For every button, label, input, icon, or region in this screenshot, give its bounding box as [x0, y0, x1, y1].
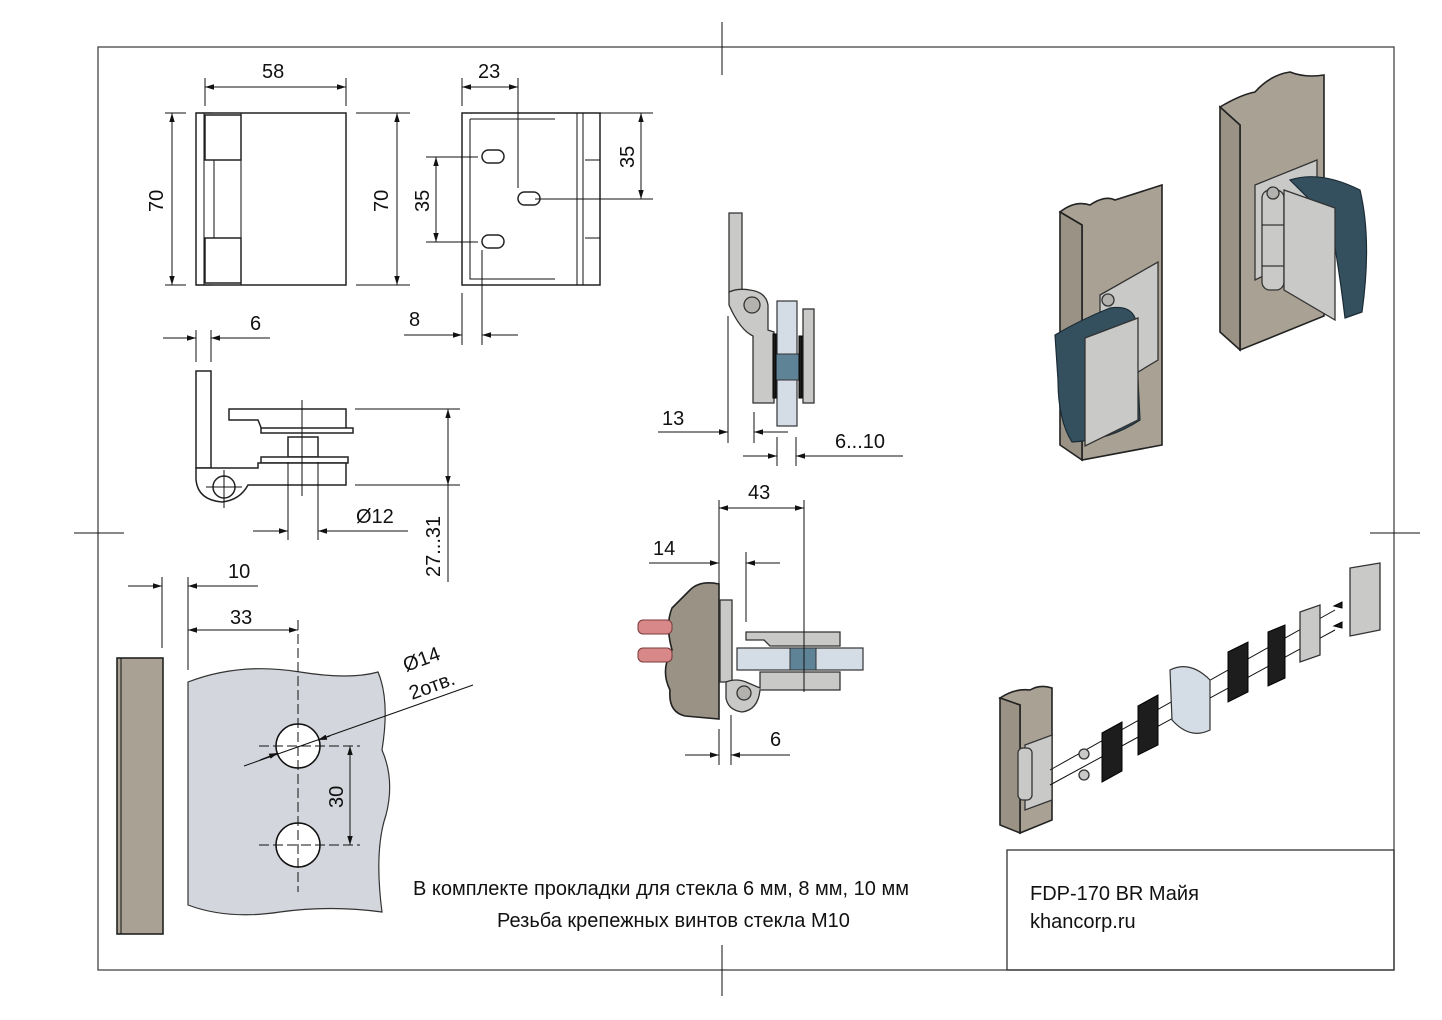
- iso-view-closed: [1054, 183, 1163, 462]
- product-name: FDP-170 BR Майя: [1030, 883, 1199, 905]
- top-screw-diameter-label: Ø12: [356, 506, 394, 528]
- drawing-frame: [97, 46, 1395, 971]
- install-hole-spacing-label: 30: [326, 786, 348, 808]
- side-glass-thickness-label: 6...10: [835, 431, 885, 453]
- iso-view-exploded: [998, 562, 1381, 835]
- front-height-right-label: 70: [371, 190, 393, 212]
- note-thread: Резьба крепежных винтов стекла М10: [497, 910, 850, 932]
- front-width-label: 58: [262, 61, 284, 83]
- side-offset-label: 13: [662, 408, 684, 430]
- title-block: [1006, 849, 1395, 971]
- top-glass-range-label: 27...31: [423, 516, 445, 577]
- website: khancorp.ru: [1030, 911, 1136, 933]
- install-view: [116, 577, 474, 935]
- iso-view-open: [1218, 71, 1368, 352]
- front-view: [165, 78, 410, 286]
- front-height-left-label: 70: [146, 190, 168, 212]
- install-glass-gap-label: 10: [228, 561, 250, 583]
- wall-anchors: [637, 619, 673, 663]
- install-hole-diameter-label: Ø14: [400, 643, 443, 677]
- side-view: [658, 212, 903, 466]
- top-view: [163, 330, 460, 582]
- back-slot-offset-label: 35: [617, 146, 639, 168]
- top-leaf-thickness-label: 6: [250, 313, 261, 335]
- back-width-label: 23: [478, 61, 500, 83]
- back-edge-offset-label: 8: [409, 309, 420, 331]
- section-view: [637, 500, 864, 765]
- section-leaf-label: 6: [770, 729, 781, 751]
- back-slot-spacing-label: 35: [412, 190, 434, 212]
- section-offset-label: 14: [653, 538, 675, 560]
- back-view: [404, 78, 653, 345]
- install-hole-offset-label: 33: [230, 607, 252, 629]
- center-marks: [74, 22, 1420, 996]
- section-total-label: 43: [748, 482, 770, 504]
- note-gaskets: В комплекте прокладки для стекла 6 мм, 8…: [413, 878, 909, 900]
